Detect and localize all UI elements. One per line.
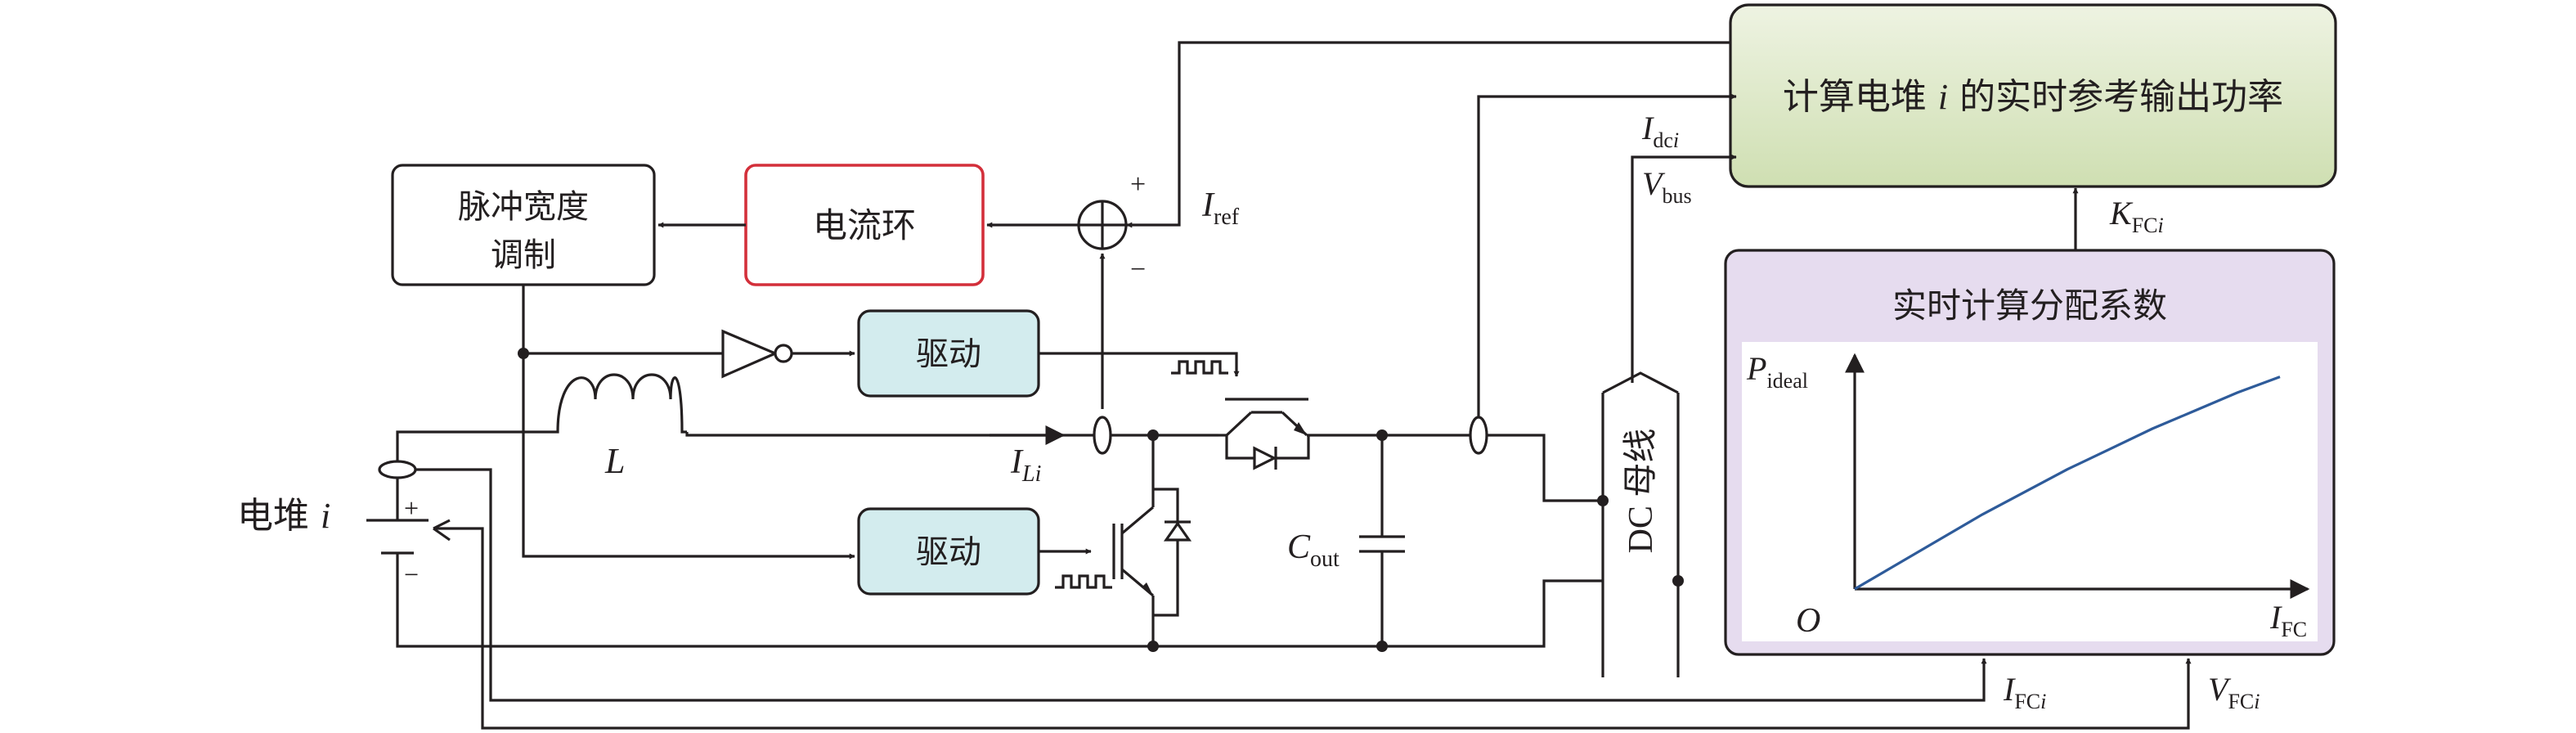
ili-label: ILi	[1010, 443, 1041, 487]
current-loop-label: 电流环	[813, 205, 916, 245]
idci-sub2: i	[1673, 128, 1679, 152]
vfci-main: V	[2208, 671, 2232, 708]
calc-power-prefix: 计算电堆	[1783, 76, 1938, 118]
current-sensor-inductor-icon	[1093, 416, 1112, 455]
pwm-label-line2: 调制	[491, 236, 556, 274]
ili-main: I	[1010, 443, 1024, 481]
cout-main: C	[1287, 528, 1311, 566]
control-wires	[397, 41, 2192, 730]
chart-y-label-main: P	[1746, 350, 1766, 387]
inverter-gate	[721, 329, 793, 379]
chart-origin-label: O	[1796, 602, 1820, 640]
drive-top-label: 驱动	[916, 335, 981, 373]
kfci-sub2: i	[2158, 214, 2164, 237]
current-sensor-output-icon	[1469, 416, 1488, 455]
sum-minus-label: −	[1130, 254, 1146, 285]
drive-block-top: 驱动	[857, 309, 1040, 398]
idci-label: Idci	[1641, 110, 1679, 152]
node-cap-bottom	[1376, 641, 1388, 652]
current-loop-block: 电流环	[744, 164, 985, 286]
ifci-main: I	[2003, 671, 2016, 708]
iref-sub: ref	[1214, 205, 1240, 230]
upper-switch-icon	[1218, 398, 1382, 470]
current-sensor-stack-icon	[378, 460, 417, 479]
inductor-icon	[532, 373, 687, 434]
sum-plus-label: +	[1130, 169, 1146, 200]
realtime-title: 实时计算分配系数	[1892, 286, 2167, 326]
node-cap-top	[1376, 429, 1388, 441]
kfci-sub1: FC	[2132, 214, 2158, 237]
ifci-label: IFCi	[2003, 671, 2046, 713]
dc-bus-label: DC 母线	[1622, 429, 1660, 554]
calc-power-suffix: 的实时参考输出功率	[1948, 76, 2283, 118]
ifci-sub2: i	[2040, 690, 2046, 713]
stack-label: 电堆 i	[237, 495, 330, 537]
calc-power-var: i	[1938, 77, 1948, 117]
vbus-main: V	[1642, 165, 1666, 202]
drive-bottom-label: 驱动	[916, 533, 981, 571]
chart-series-line	[1854, 375, 2281, 591]
calc-power-label: 计算电堆 i 的实时参考输出功率	[1783, 76, 2283, 118]
vfci-sub1: FC	[2228, 690, 2254, 713]
inductor-label: L	[604, 441, 625, 481]
vbus-sub: bus	[1662, 184, 1691, 208]
vfci-label: VFCi	[2208, 671, 2260, 713]
chart-x-label-sub: FC	[2281, 618, 2307, 641]
idci-sub1: dc	[1653, 128, 1673, 152]
drive-block-bottom: 驱动	[857, 507, 1040, 596]
lower-switch-icon	[1112, 488, 1192, 617]
cout-sub: out	[1310, 546, 1340, 572]
chart-x-label-main: I	[2269, 599, 2282, 636]
stack-minus-label: −	[404, 560, 419, 589]
pwm-label-line1: 脉冲宽度	[458, 188, 589, 226]
stack-plus-label: +	[404, 493, 419, 523]
pwm-block: 脉冲宽度 调制	[391, 164, 656, 286]
node-lower-gnd	[1147, 641, 1159, 652]
fuel-cell-stack-icon	[366, 519, 429, 555]
idci-main: I	[1641, 110, 1654, 146]
iref-label: Iref	[1201, 187, 1240, 230]
calc-power-block: 计算电堆 i 的实时参考输出功率	[1729, 3, 2337, 188]
pwm-waveform-top-icon	[1171, 360, 1228, 375]
dc-bus: DC 母线	[1601, 371, 1680, 677]
stack-label-text: 电堆	[237, 495, 321, 537]
stack-label-var: i	[321, 496, 330, 536]
chart-x-label: IFC	[2269, 599, 2307, 641]
realtime-block: 实时计算分配系数	[1724, 249, 2336, 656]
voltage-tap-icon	[433, 519, 451, 530]
node-pwm	[518, 348, 529, 359]
kfci-main: K	[2109, 195, 2134, 232]
kfci-label: KFCi	[2109, 195, 2164, 237]
node-switch	[1147, 429, 1159, 441]
ideal-power-chart: Pideal IFC O	[1746, 350, 2310, 641]
iref-main: I	[1201, 187, 1215, 224]
vfci-sub2: i	[2254, 690, 2260, 713]
chart-y-label-sub: ideal	[1766, 369, 1808, 393]
vbus-label: Vbus	[1642, 165, 1692, 208]
pwm-waveform-bottom-icon	[1055, 574, 1112, 589]
power-stage	[366, 348, 1684, 652]
cout-label: Cout	[1287, 528, 1340, 572]
chart-y-label: Pideal	[1746, 350, 1808, 393]
ifci-sub1: FC	[2014, 690, 2040, 713]
summing-junction	[1077, 200, 1128, 250]
ili-sub: Li	[1021, 461, 1041, 487]
output-capacitor-icon	[1359, 435, 1405, 646]
